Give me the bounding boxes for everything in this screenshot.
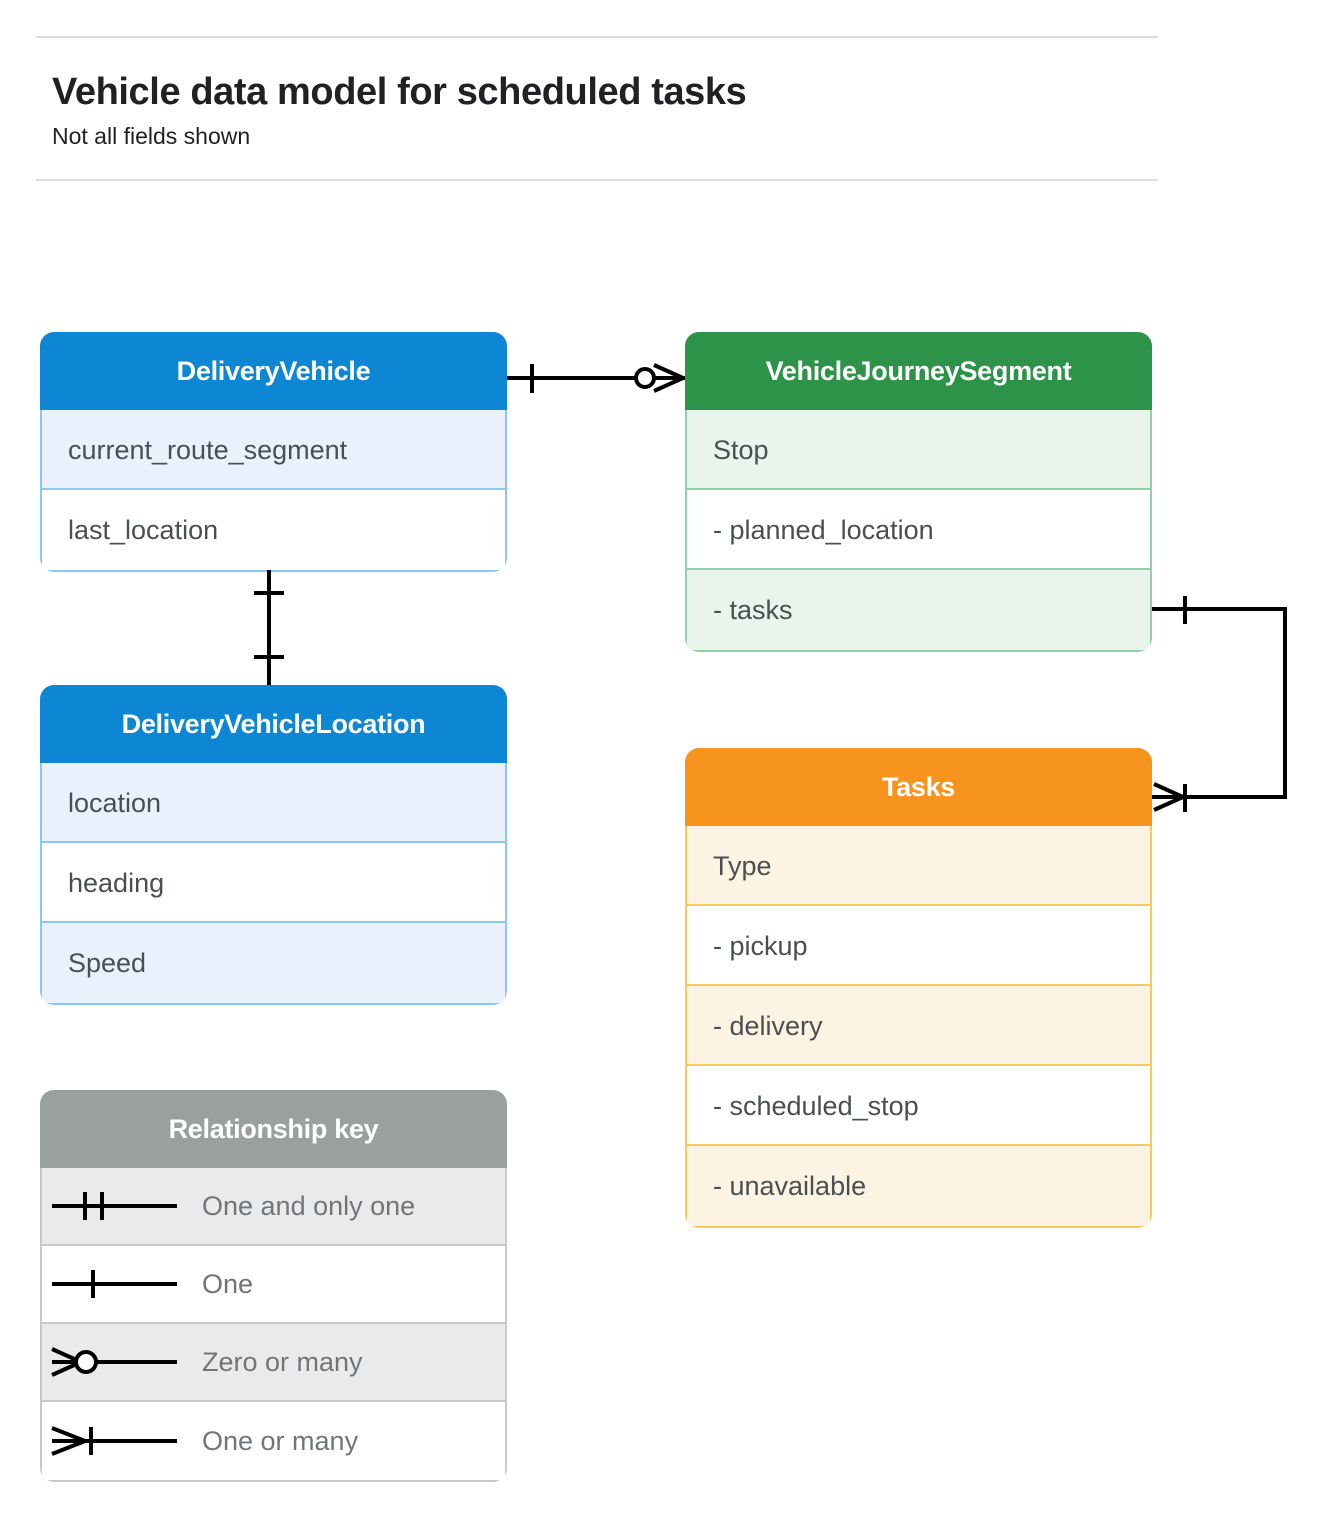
entity-field[interactable]: - scheduled_stop <box>687 1066 1150 1146</box>
one-and-only-one-icon <box>42 1186 202 1226</box>
entity-field[interactable]: current_route_segment <box>42 410 505 490</box>
entity-field[interactable]: - delivery <box>687 986 1150 1066</box>
title-block: Vehicle data model for scheduled tasks N… <box>36 38 1158 179</box>
entity-fields-tasks: Type - pickup - delivery - scheduled_sto… <box>685 826 1152 1228</box>
entity-tasks[interactable]: Tasks Type - pickup - delivery - schedul… <box>685 748 1152 1228</box>
legend-item-one-and-only-one: One and only one <box>42 1168 505 1246</box>
entity-fields-delivery-vehicle-location: location heading Speed <box>40 763 507 1005</box>
one-icon <box>42 1264 202 1304</box>
entity-field[interactable]: Speed <box>42 923 505 1003</box>
entity-field[interactable]: Stop <box>687 410 1150 490</box>
legend-rows: One and only one One Zero <box>40 1168 507 1482</box>
legend-item-label: One or many <box>202 1425 359 1456</box>
entity-fields-vehicle-journey-segment: Stop - planned_location - tasks <box>685 410 1152 652</box>
entity-fields-delivery-vehicle: current_route_segment last_location <box>40 410 507 572</box>
relationship-key-legend: Relationship key One and only one One <box>40 1090 507 1482</box>
entity-field[interactable]: heading <box>42 843 505 923</box>
header-rule-bottom <box>36 179 1158 182</box>
one-or-many-icon <box>42 1421 202 1461</box>
zero-or-many-icon <box>42 1342 202 1382</box>
legend-item-zero-or-many: Zero or many <box>42 1324 505 1402</box>
legend-item-label: One <box>202 1268 254 1299</box>
entity-title-tasks: Tasks <box>685 748 1152 826</box>
entity-field[interactable]: location <box>42 763 505 843</box>
entity-title-delivery-vehicle: DeliveryVehicle <box>40 332 507 410</box>
entity-field[interactable]: - tasks <box>687 570 1150 650</box>
connector-vehiclejourneysegment-tasks <box>1152 596 1287 812</box>
entity-field[interactable]: Type <box>687 826 1150 906</box>
entity-field[interactable]: - unavailable <box>687 1146 1150 1226</box>
entity-delivery-vehicle-location[interactable]: DeliveryVehicleLocation location heading… <box>40 685 507 1005</box>
header-rule-top <box>36 36 1158 38</box>
entity-title-delivery-vehicle-location: DeliveryVehicleLocation <box>40 685 507 763</box>
entity-field[interactable]: last_location <box>42 490 505 570</box>
entity-field[interactable]: - pickup <box>687 906 1150 986</box>
document-header: Vehicle data model for scheduled tasks N… <box>36 36 1158 182</box>
page-title: Vehicle data model for scheduled tasks <box>52 71 747 113</box>
entity-delivery-vehicle[interactable]: DeliveryVehicle current_route_segment la… <box>40 332 507 572</box>
entity-title-vehicle-journey-segment: VehicleJourneySegment <box>685 332 1152 410</box>
connector-deliveryvehicle-vehiclejourneysegment <box>507 363 685 393</box>
legend-item-label: One and only one <box>202 1190 416 1221</box>
entity-field[interactable]: - planned_location <box>687 490 1150 570</box>
legend-title: Relationship key <box>40 1090 507 1168</box>
entity-vehicle-journey-segment[interactable]: VehicleJourneySegment Stop - planned_loc… <box>685 332 1152 652</box>
connector-deliveryvehicle-deliveryvehiclelocation <box>254 570 284 685</box>
legend-item-one: One <box>42 1246 505 1324</box>
page-subtitle: Not all fields shown <box>52 122 251 149</box>
legend-item-one-or-many: One or many <box>42 1402 505 1480</box>
legend-item-label: Zero or many <box>202 1346 363 1377</box>
